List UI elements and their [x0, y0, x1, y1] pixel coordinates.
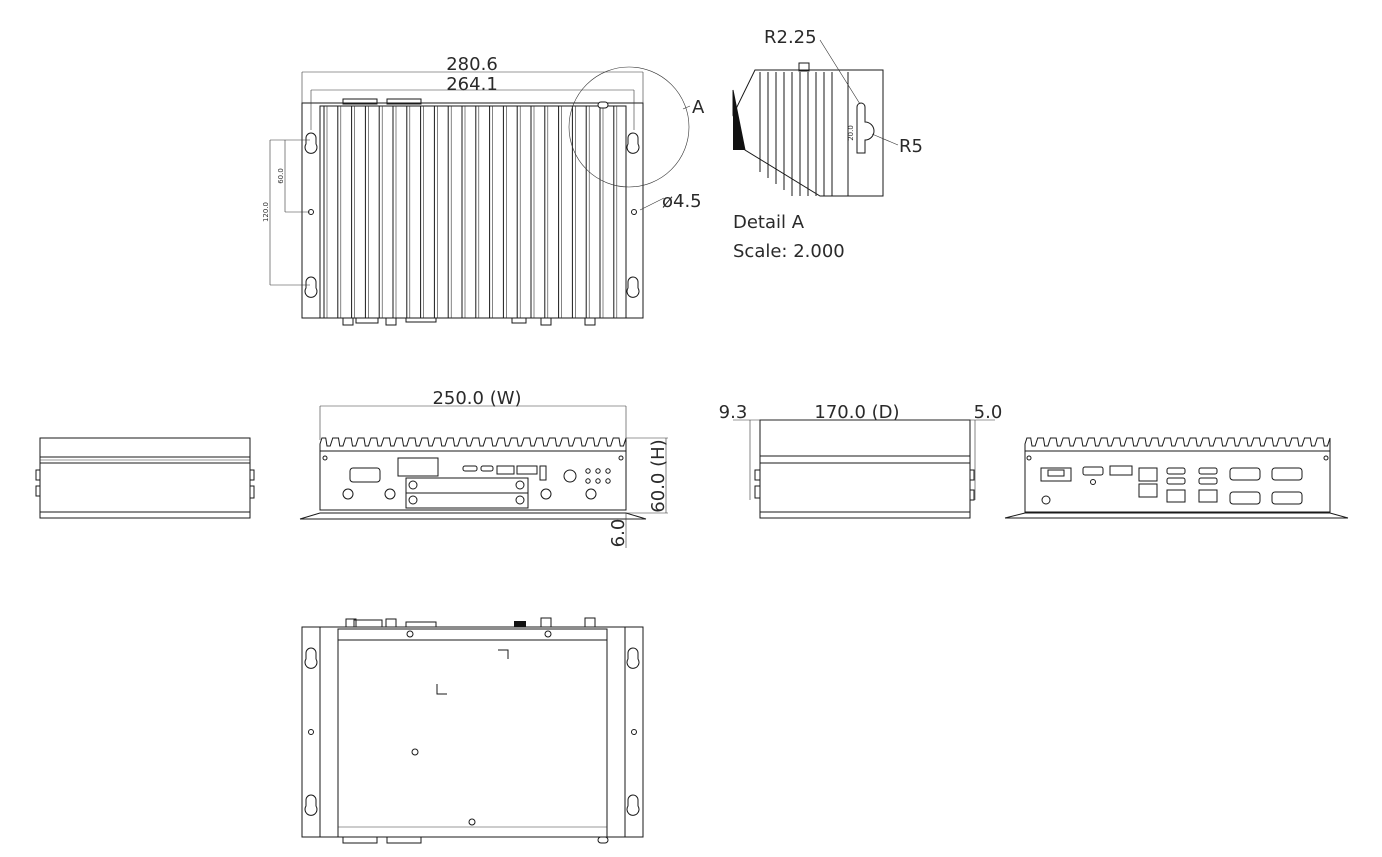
- rear-view: [1004, 437, 1349, 519]
- radius-small-label: R2.25: [764, 27, 817, 48]
- overall-width-label: 280.6: [446, 54, 498, 75]
- bottom-view: [301, 617, 644, 844]
- connector: [584, 317, 596, 326]
- screw-icons: [408, 480, 525, 505]
- connector: [385, 317, 397, 326]
- front-view: 250.0 (W) 60.0 (H) 6.0: [299, 388, 669, 548]
- hole-diameter-label: ø4.5: [662, 191, 702, 212]
- bottom-top-connectors: [345, 617, 596, 628]
- connector: [540, 317, 552, 326]
- right-side-view: 9.3 170.0 (D) 5.0: [719, 402, 1003, 519]
- left-side-view: [35, 437, 255, 519]
- front-width-label: 250.0 (W): [432, 388, 521, 409]
- mounting-slot-icon: [304, 132, 640, 298]
- connector: [342, 317, 354, 326]
- side-left-offset-label: 9.3: [719, 402, 748, 423]
- side-right-offset-label: 5.0: [974, 402, 1003, 423]
- detail-a-view: 20.0 R2.25 R5 Detail A Scale: 2.000: [732, 27, 923, 262]
- front-height-label: 60.0 (H): [648, 439, 669, 512]
- fin-block: [319, 105, 627, 319]
- bottom-rear-connectors: [342, 836, 609, 844]
- detail-a-fins: [759, 72, 849, 196]
- small-dim-120: 120.0: [262, 202, 270, 222]
- bottom-screws: [406, 630, 552, 826]
- led-indicators: [585, 468, 611, 484]
- detail-callout-label: A: [692, 97, 705, 118]
- connector: [405, 317, 437, 323]
- side-depth-label: 170.0 (D): [814, 402, 899, 423]
- radius-large-label: R5: [899, 136, 923, 157]
- top-view-heatsink-fins: [319, 105, 627, 319]
- hole-spacing-label: 264.1: [446, 74, 498, 95]
- foot-height-label: 6.0: [608, 519, 629, 548]
- detail-small-dim: 20.0: [847, 125, 855, 141]
- detail-scale: Scale: 2.000: [733, 241, 845, 262]
- small-dim-60: 60.0: [277, 168, 285, 184]
- top-view: 280.6 264.1 A ø4.5 60.0 120.0: [262, 54, 705, 326]
- antenna-connectors: [342, 488, 597, 500]
- connector: [355, 317, 379, 324]
- connector: [511, 317, 527, 324]
- detail-title: Detail A: [733, 212, 805, 233]
- top-view-rear-connectors: [342, 317, 596, 326]
